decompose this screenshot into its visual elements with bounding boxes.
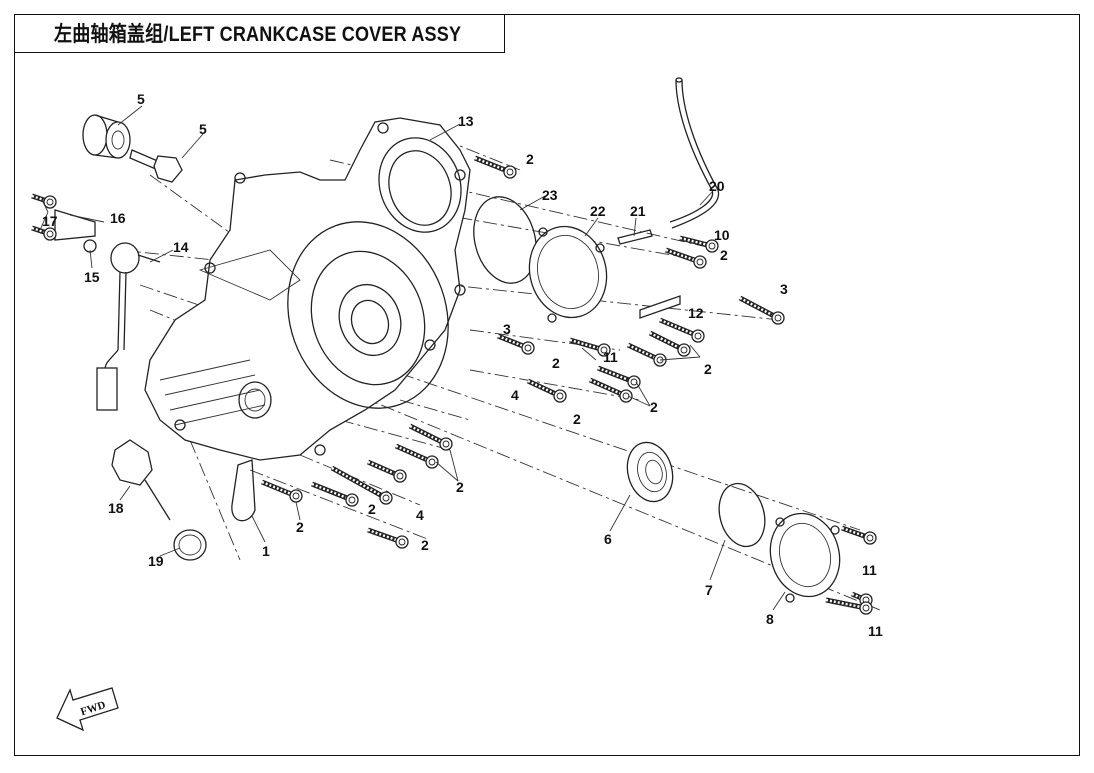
callout-21: 21 (630, 203, 646, 219)
gasket-23 (473, 196, 537, 284)
bolt (679, 235, 719, 253)
bolt (825, 597, 873, 615)
bolt (367, 527, 409, 549)
bolt (311, 481, 359, 507)
bolt (597, 365, 641, 389)
callout-2: 2 (720, 247, 728, 263)
callout-10: 8 (766, 611, 774, 627)
bolt (851, 591, 873, 607)
callout-4: 4 (416, 507, 424, 523)
bolt (626, 342, 667, 367)
bolt (261, 479, 303, 503)
callout-2: 2 (704, 361, 712, 377)
dipstick-18 (111, 439, 171, 521)
bolt (665, 247, 707, 269)
callout-11: 10 (714, 227, 730, 243)
crankcase-cover (144, 117, 471, 461)
cover-22 (528, 225, 608, 323)
bolt (659, 317, 705, 343)
callout-17: 17 (42, 213, 58, 229)
bolt (588, 377, 633, 403)
bolts (31, 155, 877, 615)
bolt (526, 378, 567, 403)
breather-hose-20 (669, 77, 720, 229)
bolt (648, 330, 691, 357)
o-ring-9 (718, 482, 766, 548)
fwd-arrow: FWD (56, 687, 119, 732)
bolt (841, 525, 877, 545)
fitting-21 (617, 229, 653, 245)
callout-2: 2 (573, 411, 581, 427)
callout-19: 19 (148, 553, 164, 569)
callout-7: 5 (199, 121, 207, 137)
callout-5: 3 (503, 321, 511, 337)
callout-2: 2 (526, 151, 534, 167)
callout-20: 20 (709, 178, 725, 194)
callout-3: 3 (780, 281, 788, 297)
callout-18: 18 (108, 500, 124, 516)
callout-15: 15 (84, 269, 100, 285)
guide-1 (231, 459, 256, 522)
callout-2: 2 (456, 479, 464, 495)
bolt (31, 193, 57, 209)
bolt-7 (129, 149, 183, 183)
callout-11: 11 (603, 349, 618, 365)
assembly-lines (119, 129, 881, 611)
o-ring-19 (173, 529, 207, 561)
callout-11: 11 (862, 562, 877, 578)
callouts: 5 5 13 2 20 23 22 21 10 2 3 12 16 17 14 … (42, 91, 883, 639)
plate-12 (639, 295, 681, 319)
drawing-frame (14, 14, 1080, 756)
bolt (569, 337, 611, 357)
bolt (394, 443, 439, 469)
callout-11: 11 (868, 623, 883, 639)
callout-8: 6 (604, 531, 612, 547)
callout-2: 2 (296, 519, 304, 535)
bolt (31, 225, 57, 241)
sensor-14-15 (83, 239, 161, 411)
leader-lines (39, 105, 786, 611)
bolt (497, 333, 535, 355)
bolt (408, 423, 453, 451)
callout-5: 4 (511, 387, 519, 403)
bolt (474, 155, 517, 179)
bearing-8 (626, 441, 674, 503)
bolt (330, 465, 393, 505)
callout-2: 2 (552, 355, 560, 371)
title-box: 左曲轴箱盖组/LEFT CRANKCASE COVER ASSY (14, 14, 505, 53)
bolt (738, 295, 785, 325)
diagram-title: 左曲轴箱盖组/LEFT CRANKCASE COVER ASSY (54, 23, 462, 46)
callout-16: 16 (110, 210, 126, 226)
callout-13: 13 (458, 113, 474, 129)
callout-9: 7 (705, 582, 713, 598)
callout-2: 2 (650, 399, 658, 415)
callout-22: 22 (590, 203, 606, 219)
bolt (366, 459, 407, 483)
cover-10 (769, 512, 841, 603)
callout-14: 14 (173, 239, 189, 255)
callout-23: 23 (542, 187, 558, 203)
callout-3: 2 (368, 501, 376, 517)
callout-6: 5 (137, 91, 145, 107)
callout-12: 12 (688, 305, 704, 321)
callout-1: 1 (262, 543, 270, 559)
callout-2: 2 (421, 537, 429, 553)
collar-6 (82, 114, 131, 159)
